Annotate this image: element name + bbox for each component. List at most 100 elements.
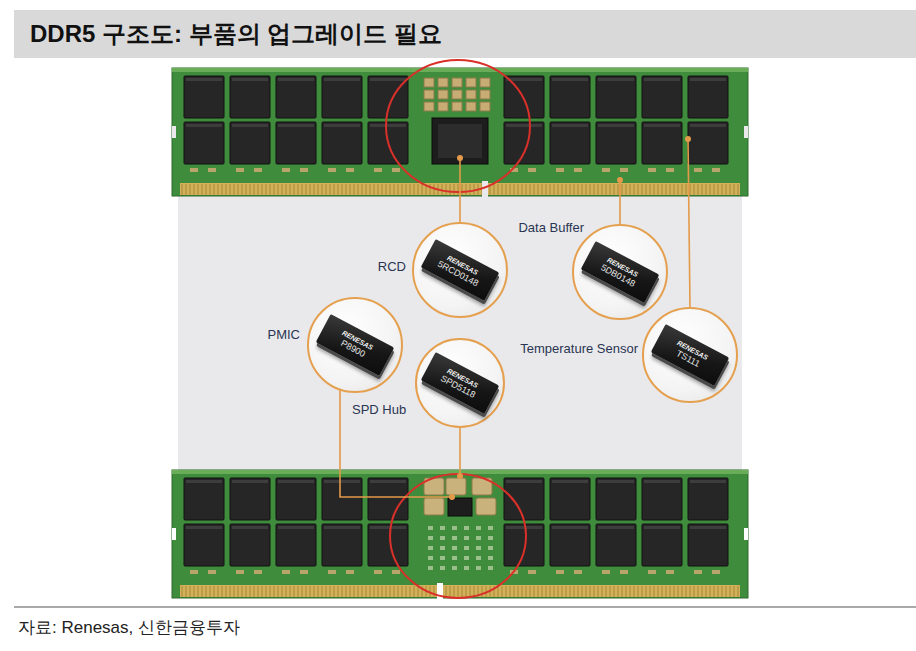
pcb-side-notch <box>744 126 748 138</box>
contact-pin <box>418 184 419 195</box>
dram-chip <box>184 524 224 566</box>
contact-pin <box>594 184 595 195</box>
chip-highlight <box>186 124 222 127</box>
chip-highlight <box>690 526 726 529</box>
contact-pin <box>202 184 203 195</box>
contact-pin <box>526 184 527 195</box>
chip-highlight <box>324 480 360 483</box>
contact-pin <box>214 586 215 597</box>
contact-pin <box>406 184 407 195</box>
small-part <box>464 566 469 570</box>
contact-pin <box>666 586 667 597</box>
contact-pin <box>602 184 603 195</box>
dram-chip <box>596 76 636 118</box>
chip-highlight <box>370 480 406 483</box>
small-part <box>488 556 493 560</box>
contact-pin <box>270 184 271 195</box>
contact-pin <box>222 184 223 195</box>
contact-pin <box>534 184 535 195</box>
contact-pin <box>674 586 675 597</box>
chip-highlight <box>552 124 588 127</box>
contact-pin <box>310 586 311 597</box>
contact-pin <box>194 586 195 597</box>
contact-pin <box>562 586 563 597</box>
source-caption: 자료: Renesas, 신한금융투자 <box>18 616 240 639</box>
highlight-ring <box>390 474 526 598</box>
contact-pin <box>714 184 715 195</box>
contact-pin <box>494 184 495 195</box>
passive-part <box>328 168 336 172</box>
contact-pin <box>342 184 343 195</box>
contact-pin <box>370 586 371 597</box>
contact-pin <box>650 184 651 195</box>
dram-chip <box>368 524 408 566</box>
dram-chip <box>368 478 408 520</box>
dram-chip <box>504 122 544 164</box>
contact-pin <box>306 184 307 195</box>
contact-pin <box>734 586 735 597</box>
inductor <box>446 478 466 495</box>
passive-part <box>556 168 564 172</box>
pcb-edge <box>172 68 748 72</box>
contact-pin <box>414 586 415 597</box>
contact-pin <box>362 586 363 597</box>
contact-pin <box>518 184 519 195</box>
contact-pin <box>638 586 639 597</box>
decoupling-part <box>424 78 434 87</box>
highlight-ring <box>386 60 530 192</box>
contact-pin <box>358 184 359 195</box>
contact-pin <box>538 586 539 597</box>
contact-pin <box>350 184 351 195</box>
contact-pin <box>510 184 511 195</box>
chip-highlight <box>598 124 634 127</box>
chip-highlight <box>644 78 680 81</box>
dram-chip <box>550 524 590 566</box>
contact-pin <box>390 586 391 597</box>
contact-pin <box>462 184 463 195</box>
passive-part <box>190 570 198 574</box>
small-part <box>452 546 457 550</box>
passive-part <box>574 570 582 574</box>
dram-chip <box>184 76 224 118</box>
small-part <box>488 526 493 530</box>
decoupling-part <box>466 78 476 87</box>
chip-highlight <box>232 124 268 127</box>
contact-pin <box>218 586 219 597</box>
contact-pin <box>234 184 235 195</box>
dram-chip <box>230 76 270 118</box>
contact-pin <box>358 586 359 597</box>
component-label: RCD <box>378 259 406 274</box>
dram-chip <box>550 478 590 520</box>
contact-pin <box>466 586 467 597</box>
contact-pin <box>386 184 387 195</box>
contact-pin <box>502 586 503 597</box>
contact-pin <box>670 184 671 195</box>
contact-pin <box>630 184 631 195</box>
contact-pin <box>726 586 727 597</box>
contact-pin <box>542 184 543 195</box>
contact-pin <box>230 184 231 195</box>
contact-pin <box>570 184 571 195</box>
contact-pin <box>578 586 579 597</box>
contact-pin <box>606 586 607 597</box>
contact-pin <box>326 184 327 195</box>
dram-chip <box>276 76 316 118</box>
contact-pin <box>366 184 367 195</box>
contact-pin <box>694 184 695 195</box>
small-part <box>476 536 481 540</box>
contact-pin <box>218 184 219 195</box>
chip-highlight <box>598 480 634 483</box>
contact-pin <box>558 184 559 195</box>
decoupling-part <box>438 102 448 111</box>
passive-part <box>374 168 382 172</box>
contact-pin <box>210 184 211 195</box>
decoupling-part <box>466 90 476 99</box>
contact-pin <box>238 184 239 195</box>
contact-pin <box>658 586 659 597</box>
contact-pin <box>322 184 323 195</box>
contact-pin <box>554 586 555 597</box>
contact-pin <box>678 184 679 195</box>
page-title: DDR5 구조도: 부품의 업그레이드 필요 <box>14 10 916 58</box>
dram-chip <box>276 122 316 164</box>
